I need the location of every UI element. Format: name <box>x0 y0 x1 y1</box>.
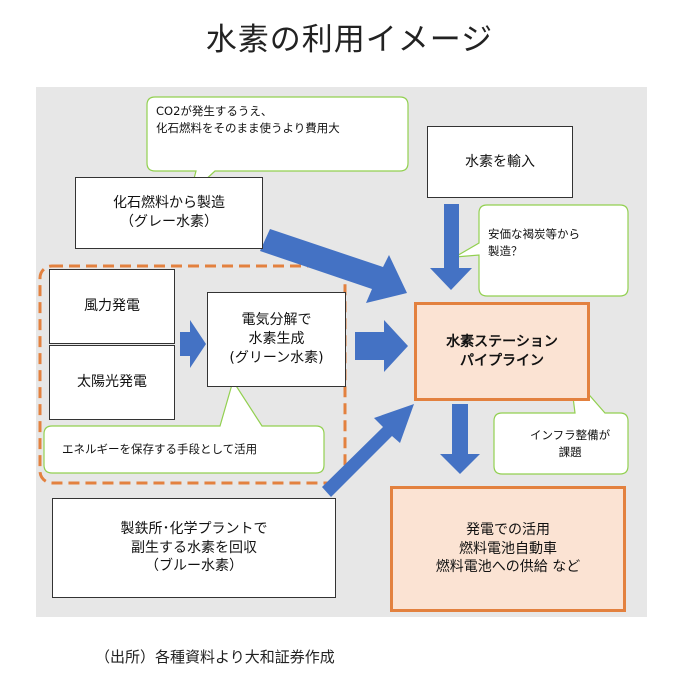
co2-callout-text: CO2が発生するうえ、 化石燃料をそのまま使うより費用大 <box>156 104 340 135</box>
arrow-electrolysis-to-station <box>355 320 408 372</box>
arrow-fossil-to-station <box>260 229 407 303</box>
arrow-import-to-station <box>430 204 472 290</box>
fossil-fuel-box: 化石燃料から製造 （グレー水素） <box>75 177 263 249</box>
import-box: 水素を輸入 <box>427 126 573 198</box>
hydrogen-station-box: 水素ステーション パイプライン <box>414 302 590 401</box>
electrolysis-box: 電気分解で 水素生成 (グリーン水素) <box>207 292 346 387</box>
uses-box: 発電での活用 燃料電池自動車 燃料電池への供給 など <box>390 486 626 612</box>
storage-callout-text: エネルギーを保存する手段として活用 <box>62 442 258 456</box>
infra-callout-text: インフラ整備が 課題 <box>530 428 611 459</box>
cheap-coal-callout-bubble <box>454 204 629 297</box>
diagram-title: 水素の利用イメージ <box>205 22 494 58</box>
infra-callout-bubble <box>493 371 629 475</box>
solar-power-box: 太陽光発電 <box>49 345 175 420</box>
arrow-renewable-to-electrolysis <box>180 320 206 368</box>
arrow-station-to-uses <box>440 404 480 474</box>
cheap-coal-callout-text: 安価な褐炭等から 製造？ <box>488 227 580 258</box>
storage-callout-bubble <box>43 379 325 474</box>
arrow-byproduct-to-station <box>322 404 414 497</box>
byproduct-box: 製鉄所･化学プラントで 副生する水素を回収 （ブルー水素） <box>52 498 336 598</box>
source-note: （出所）各種資料より大和証券作成 <box>95 648 335 666</box>
wind-power-box: 風力発電 <box>49 269 175 344</box>
